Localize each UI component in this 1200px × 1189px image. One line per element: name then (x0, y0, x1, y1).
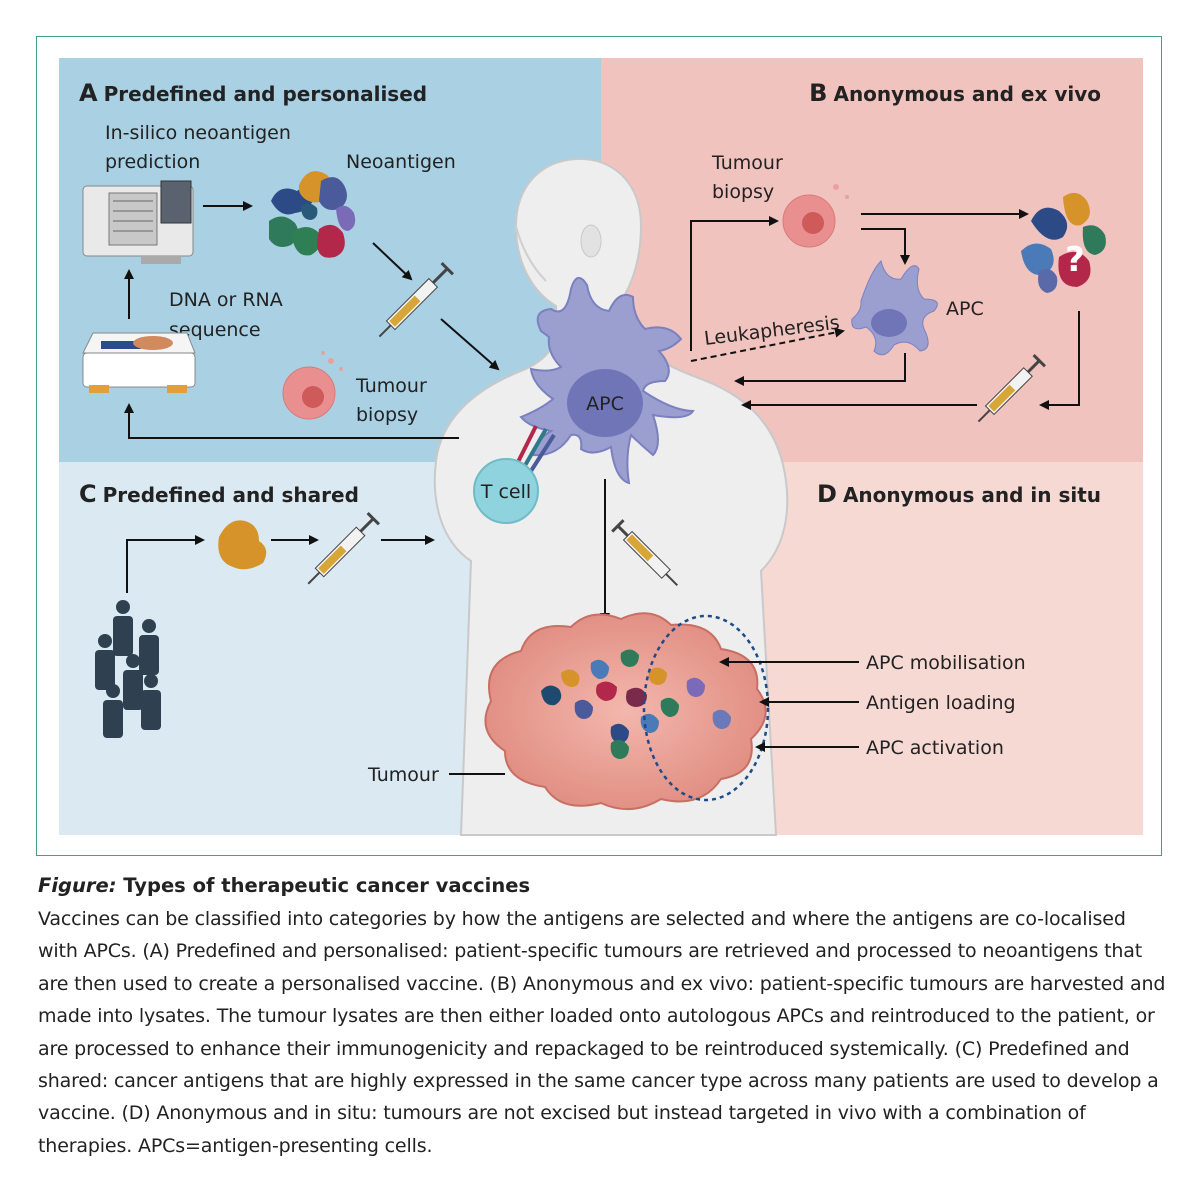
dna-label-line1: DNA or RNA (169, 289, 283, 311)
caption-body: Vaccines can be classified into categori… (38, 908, 1166, 1157)
antigen-loading-label: Antigen loading (866, 692, 1016, 714)
syringe-c-icon (307, 511, 381, 585)
apc-activation-label: APC activation (866, 737, 1004, 759)
figure-caption: Figure: Types of therapeutic cancer vacc… (38, 872, 1168, 1162)
syringe-b-icon (977, 353, 1047, 423)
computer-workstation-icon (82, 180, 194, 264)
panel-c-arrows (126, 535, 435, 593)
insilico-label-line2: prediction (105, 151, 200, 173)
tumour-biopsy-b-line1: Tumour (711, 152, 783, 174)
syringe-d-icon (611, 519, 678, 586)
dna-label-line2: sequence (169, 319, 261, 341)
t-cell-icon: T cell (473, 425, 556, 524)
caption-title-text: Types of therapeutic cancer vaccines (123, 874, 531, 897)
t-cell-label: T cell (480, 481, 531, 503)
tumour-biopsy-a-line2: biopsy (356, 404, 418, 426)
shared-antigen-icon (218, 520, 267, 570)
caption-title: Figure: Types of therapeutic cancer vacc… (38, 872, 1168, 900)
panel-b-arrows (690, 209, 1080, 410)
tumour-biopsy-a-line1: Tumour (355, 375, 427, 397)
patient-group-icon (95, 600, 161, 738)
panel-a-arrows (124, 201, 500, 439)
neoantigen-label: Neoantigen (346, 151, 456, 173)
insilico-label-line1: In-silico neoantigen (105, 122, 291, 144)
lysate-cluster-icon: ? (1021, 192, 1106, 293)
tumour-mass-icon (484, 612, 767, 811)
apc-center-label: APC (586, 393, 624, 415)
neoantigen-cluster-icon (269, 171, 356, 258)
tumour-biopsy-b-icon (782, 184, 849, 248)
caption-figure-label: Figure: (38, 874, 117, 897)
central-apc-cell-icon: APC (519, 277, 695, 485)
question-mark-label: ? (1065, 240, 1085, 280)
tumour-label: Tumour (367, 764, 439, 786)
tumour-biopsy-a-icon (282, 351, 343, 420)
syringe-a-icon (378, 261, 455, 338)
apc-mobilisation-label: APC mobilisation (866, 652, 1026, 674)
sequencer-machine-icon (82, 332, 196, 393)
tumour-biopsy-b-line2: biopsy (712, 181, 774, 203)
apc-b-label: APC (946, 298, 984, 320)
apc-b-cell-icon (851, 260, 938, 356)
panel-d-arrows (449, 657, 859, 775)
dashed-apc-zone (642, 614, 770, 802)
